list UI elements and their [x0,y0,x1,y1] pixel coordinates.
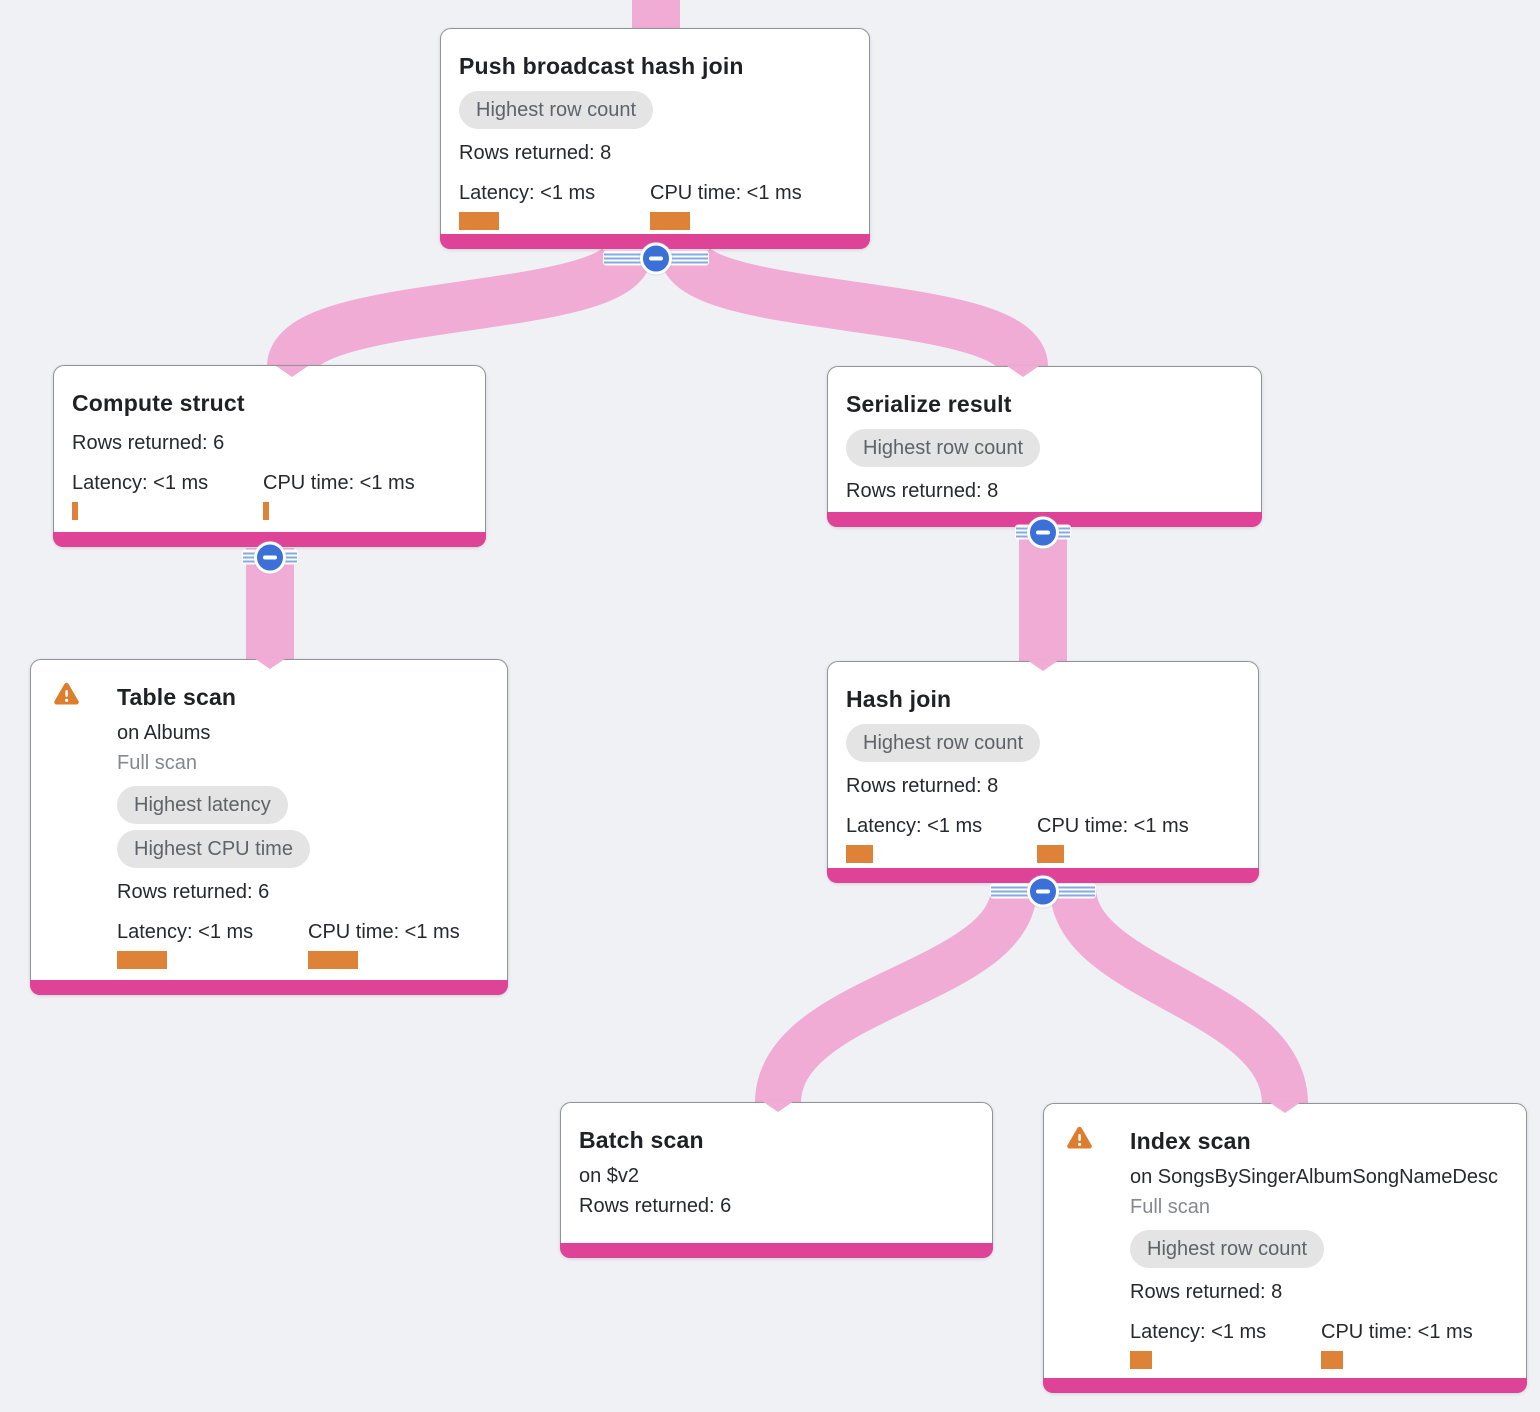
node-accent-bar [440,234,870,249]
node-serialize-result[interactable]: Serialize result Highest row count Rows … [827,366,1262,527]
node-batch-scan[interactable]: Batch scan on $v2 Rows returned: 6 [560,1102,993,1258]
scan-type: Full scan [117,752,198,774]
scan-target: on Albums [117,722,211,744]
cpu-time-label: CPU time: <1 ms [1321,1321,1473,1343]
badge-highest-row-count: Highest row count [846,724,1041,762]
latency-label: Latency: <1 ms [1130,1321,1267,1343]
minus-circle-icon [1027,875,1059,907]
cpu-time-label: CPU time: <1 ms [650,182,802,204]
collapse-button-serialize-result[interactable] [1016,516,1070,548]
scan-target: on SongsBySingerAlbumSongNameDesc [1130,1166,1498,1188]
edge-hash-join-to-index-scan [1050,885,1308,1106]
node-compute-struct[interactable]: Compute struct Rows returned: 6 Latency:… [53,365,486,547]
scan-target: on $v2 [579,1165,640,1187]
node-accent-bar [1043,1378,1527,1393]
edge-root-to-serialize-result [659,243,1048,373]
badge-highest-latency: Highest latency [117,786,288,824]
cpu-time-bar [263,502,269,520]
rows-returned: Rows returned: 6 [579,1195,732,1217]
latency-label: Latency: <1 ms [459,182,596,204]
cpu-time-bar [1321,1351,1343,1369]
cpu-time-bar [650,212,690,230]
latency-bar [459,212,499,230]
node-hash-join[interactable]: Hash join Highest row count Rows returne… [827,661,1259,883]
node-accent-bar [53,532,486,547]
node-title: Push broadcast hash join [459,53,744,79]
node-title: Compute struct [72,390,245,416]
cpu-time-bar [1037,845,1064,863]
node-title: Hash join [846,686,952,712]
rows-returned: Rows returned: 8 [846,480,999,502]
latency-label: Latency: <1 ms [117,921,254,943]
node-table-scan[interactable]: Table scan on Albums Full scan Highest l… [30,659,508,995]
latency-label: Latency: <1 ms [846,815,983,837]
rows-returned: Rows returned: 6 [117,881,270,903]
node-index-scan[interactable]: Index scan on SongsBySingerAlbumSongName… [1043,1103,1527,1393]
rows-returned: Rows returned: 8 [1130,1281,1283,1303]
minus-circle-icon [254,541,286,573]
latency-bar [846,845,873,863]
edge-hash-join-to-batch-scan [755,885,1037,1106]
scan-type: Full scan [1130,1196,1211,1218]
minus-circle-icon [1027,516,1059,548]
node-title: Serialize result [846,391,1012,417]
latency-bar [1130,1351,1152,1369]
edge-into-root [632,0,680,29]
warning-icon [1067,1126,1092,1149]
cpu-time-label: CPU time: <1 ms [308,921,460,943]
minus-circle-icon [640,242,672,274]
warning-icon [54,682,79,705]
cpu-time-bar [308,951,358,969]
rows-returned: Rows returned: 8 [846,775,999,797]
node-title: Batch scan [579,1127,704,1153]
node-accent-bar [30,980,508,995]
collapse-button-compute-struct[interactable] [243,541,297,573]
latency-bar [117,951,167,969]
rows-returned: Rows returned: 6 [72,432,225,454]
node-title: Table scan [117,684,237,710]
cpu-time-label: CPU time: <1 ms [1037,815,1189,837]
collapse-button-push-broadcast-hash-join[interactable] [604,242,708,274]
node-title: Index scan [1130,1128,1251,1154]
badge-highest-row-count: Highest row count [459,91,654,129]
badge-highest-cpu-time: Highest CPU time [117,830,310,868]
node-push-broadcast-hash-join[interactable]: Push broadcast hash join Highest row cou… [440,28,870,249]
node-accent-bar [560,1243,993,1258]
rows-returned: Rows returned: 8 [459,142,612,164]
latency-bar [72,502,78,520]
latency-label: Latency: <1 ms [72,472,209,494]
badge-highest-row-count: Highest row count [1130,1230,1325,1268]
collapse-button-hash-join[interactable] [991,875,1095,907]
badge-highest-row-count: Highest row count [846,429,1041,467]
edge-root-to-compute-struct [267,243,653,373]
cpu-time-label: CPU time: <1 ms [263,472,415,494]
